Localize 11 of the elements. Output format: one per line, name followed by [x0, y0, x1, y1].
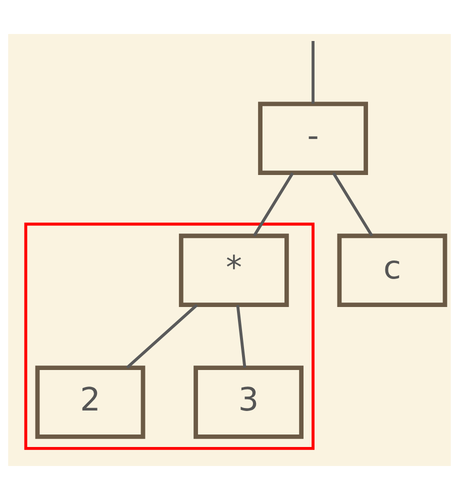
connector: [252, 172, 294, 236]
node-box: *: [178, 233, 289, 306]
node-box: 2: [35, 365, 146, 438]
connector: [236, 304, 246, 368]
node-box: c: [337, 233, 448, 306]
cluster: [24, 222, 315, 450]
connector: [126, 303, 198, 368]
connector: [332, 172, 374, 236]
connector: [312, 40, 315, 104]
node-box: 3: [194, 365, 304, 438]
node-box: -: [258, 101, 368, 175]
